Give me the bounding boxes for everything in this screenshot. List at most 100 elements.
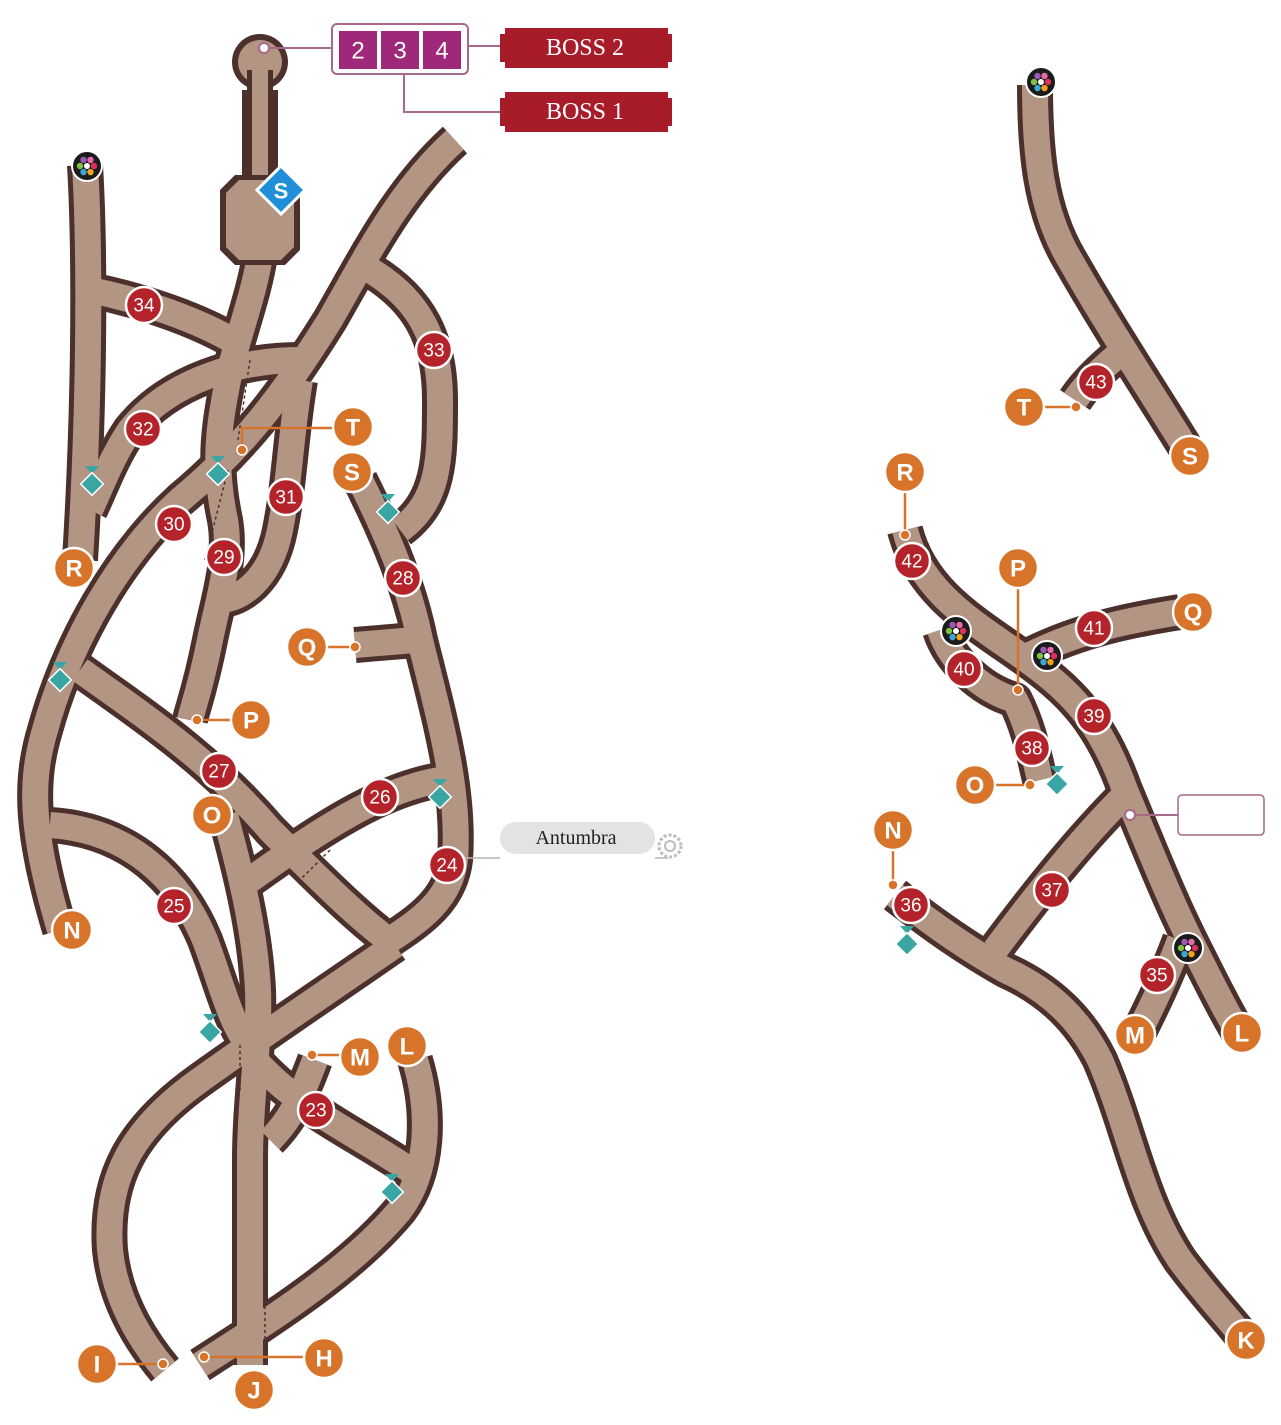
waypoint-number-label: 38 xyxy=(1021,739,1042,760)
exit-letter-label: P xyxy=(243,708,259,735)
exit-left-S[interactable]: S xyxy=(330,450,374,494)
level-box-3[interactable] xyxy=(381,31,419,69)
waypoint-right-37[interactable]: 37 xyxy=(1032,870,1072,910)
exit-right-O[interactable]: O xyxy=(953,763,997,807)
exit-left-O[interactable]: O xyxy=(190,793,234,837)
exit-left-H[interactable]: H xyxy=(302,1336,346,1380)
level-4-label: 4 xyxy=(435,38,448,65)
waypoint-left-23[interactable]: 23 xyxy=(296,1090,336,1130)
start-marker[interactable]: S xyxy=(254,163,308,217)
waypoint-left-24[interactable]: 24 xyxy=(427,845,467,885)
waypoint-right-38[interactable]: 38 xyxy=(1012,728,1052,768)
exit-letter-label: L xyxy=(400,1034,415,1061)
exit-right-T[interactable]: T xyxy=(1002,385,1046,429)
waypoint-number-label: 41 xyxy=(1083,619,1104,640)
exit-left-I[interactable]: I xyxy=(75,1342,119,1386)
waypoint-number-label: 40 xyxy=(953,660,974,681)
boss-2-banner[interactable]: BOSS 2 xyxy=(500,28,672,68)
exit-right-L[interactable]: L xyxy=(1220,1011,1264,1055)
waypoint-number-label: 42 xyxy=(901,552,922,573)
exit-left-Q[interactable]: Q xyxy=(285,625,329,669)
orb-pair-box[interactable] xyxy=(1177,794,1265,836)
exit-left-J[interactable]: J xyxy=(232,1368,276,1412)
exit-right-Q[interactable]: Q xyxy=(1171,590,1215,634)
save-point-icon[interactable] xyxy=(427,779,453,810)
boss-2-label: BOSS 2 xyxy=(546,35,624,61)
exit-right-P[interactable]: P xyxy=(996,546,1040,590)
exit-letter-label: T xyxy=(346,415,361,442)
waypoint-right-39[interactable]: 39 xyxy=(1074,696,1114,736)
waypoint-number-label: 43 xyxy=(1085,373,1106,394)
exit-letter-label: L xyxy=(1235,1021,1250,1048)
waypoint-number-label: 29 xyxy=(213,548,234,569)
exit-letter-label: Q xyxy=(1184,600,1203,627)
waypoint-number-label: 33 xyxy=(423,341,444,362)
waypoint-left-29[interactable]: 29 xyxy=(204,537,244,577)
multicolor-orb-icon[interactable] xyxy=(1031,640,1063,672)
waypoint-number-label: 30 xyxy=(163,515,184,536)
save-point-icon[interactable] xyxy=(375,494,401,525)
right-road-network xyxy=(883,84,1260,1351)
level-box-4[interactable] xyxy=(423,31,461,69)
exit-letter-label: I xyxy=(94,1352,101,1379)
waypoint-number-label: 37 xyxy=(1041,881,1062,902)
save-point-icon[interactable] xyxy=(197,1014,223,1045)
waypoint-right-35[interactable]: 35 xyxy=(1137,955,1177,995)
npc-antumbra[interactable]: Antumbra xyxy=(500,822,683,859)
waypoint-right-42[interactable]: 42 xyxy=(892,541,932,581)
multicolor-orb-icon[interactable] xyxy=(1025,66,1057,98)
exit-letter-label: R xyxy=(65,556,82,583)
waypoint-left-32[interactable]: 32 xyxy=(123,409,163,449)
exit-right-S[interactable]: S xyxy=(1168,434,1212,478)
exit-letter-label: M xyxy=(1125,1023,1145,1050)
waypoint-number-label: 28 xyxy=(392,569,413,590)
exit-left-P[interactable]: P xyxy=(229,698,273,742)
save-point-icon[interactable] xyxy=(79,466,105,497)
exit-right-N[interactable]: N xyxy=(871,808,915,852)
exit-left-M[interactable]: M xyxy=(338,1035,382,1079)
level-box-2[interactable] xyxy=(339,31,377,69)
waypoint-left-33[interactable]: 33 xyxy=(414,330,454,370)
waypoint-number-label: 27 xyxy=(208,762,229,783)
save-point-icon[interactable] xyxy=(1044,766,1070,797)
exit-letter-label: T xyxy=(1017,395,1032,422)
waypoint-number-label: 23 xyxy=(305,1101,326,1122)
boss-1-label: BOSS 1 xyxy=(546,99,624,125)
waypoint-number-label: 25 xyxy=(163,897,184,918)
exit-right-K[interactable]: K xyxy=(1224,1318,1268,1362)
exit-left-R[interactable]: R xyxy=(52,546,96,590)
waypoint-left-27[interactable]: 27 xyxy=(199,751,239,791)
save-point-icon[interactable] xyxy=(47,662,73,693)
connector-dots xyxy=(157,42,1136,1370)
waypoint-left-31[interactable]: 31 xyxy=(266,477,306,517)
multicolor-orb-icon[interactable] xyxy=(940,615,972,647)
number-markers: 34 33 32 31 30 29 28 27 26 25 24 23 43 42 41 40 39 38 37 36… xyxy=(123,285,1177,1130)
waypoint-left-34[interactable]: 34 xyxy=(124,285,164,325)
waypoint-right-43[interactable]: 43 xyxy=(1076,362,1116,402)
save-point-icon[interactable] xyxy=(379,1174,405,1205)
exit-left-L[interactable]: L xyxy=(385,1024,429,1068)
exit-right-M[interactable]: M xyxy=(1113,1013,1157,1057)
waypoint-left-30[interactable]: 30 xyxy=(154,504,194,544)
waypoint-right-41[interactable]: 41 xyxy=(1074,608,1114,648)
exit-left-T[interactable]: T xyxy=(331,405,375,449)
waypoint-number-label: 26 xyxy=(369,788,390,809)
exit-letter-label: N xyxy=(63,918,80,945)
waypoint-left-28[interactable]: 28 xyxy=(383,558,423,598)
waypoint-right-36[interactable]: 36 xyxy=(891,885,931,925)
waypoint-number-label: 24 xyxy=(436,856,458,877)
save-point-icon[interactable] xyxy=(205,456,231,487)
save-point-icon[interactable] xyxy=(894,926,920,957)
waypoint-right-40[interactable]: 40 xyxy=(944,649,984,689)
waypoint-number-label: 36 xyxy=(900,896,921,917)
npc-antumbra-label: Antumbra xyxy=(535,827,616,849)
exit-left-N[interactable]: N xyxy=(50,908,94,952)
boss-1-banner[interactable]: BOSS 1 xyxy=(500,92,672,132)
exit-right-R[interactable]: R xyxy=(883,450,927,494)
waypoint-left-25[interactable]: 25 xyxy=(154,886,194,926)
multicolor-orb-icon[interactable] xyxy=(71,150,103,182)
waypoint-number-label: 39 xyxy=(1083,707,1104,728)
multicolor-orb-icon[interactable] xyxy=(1172,932,1204,964)
waypoint-left-26[interactable]: 26 xyxy=(360,777,400,817)
exit-letter-label: M xyxy=(350,1045,370,1072)
